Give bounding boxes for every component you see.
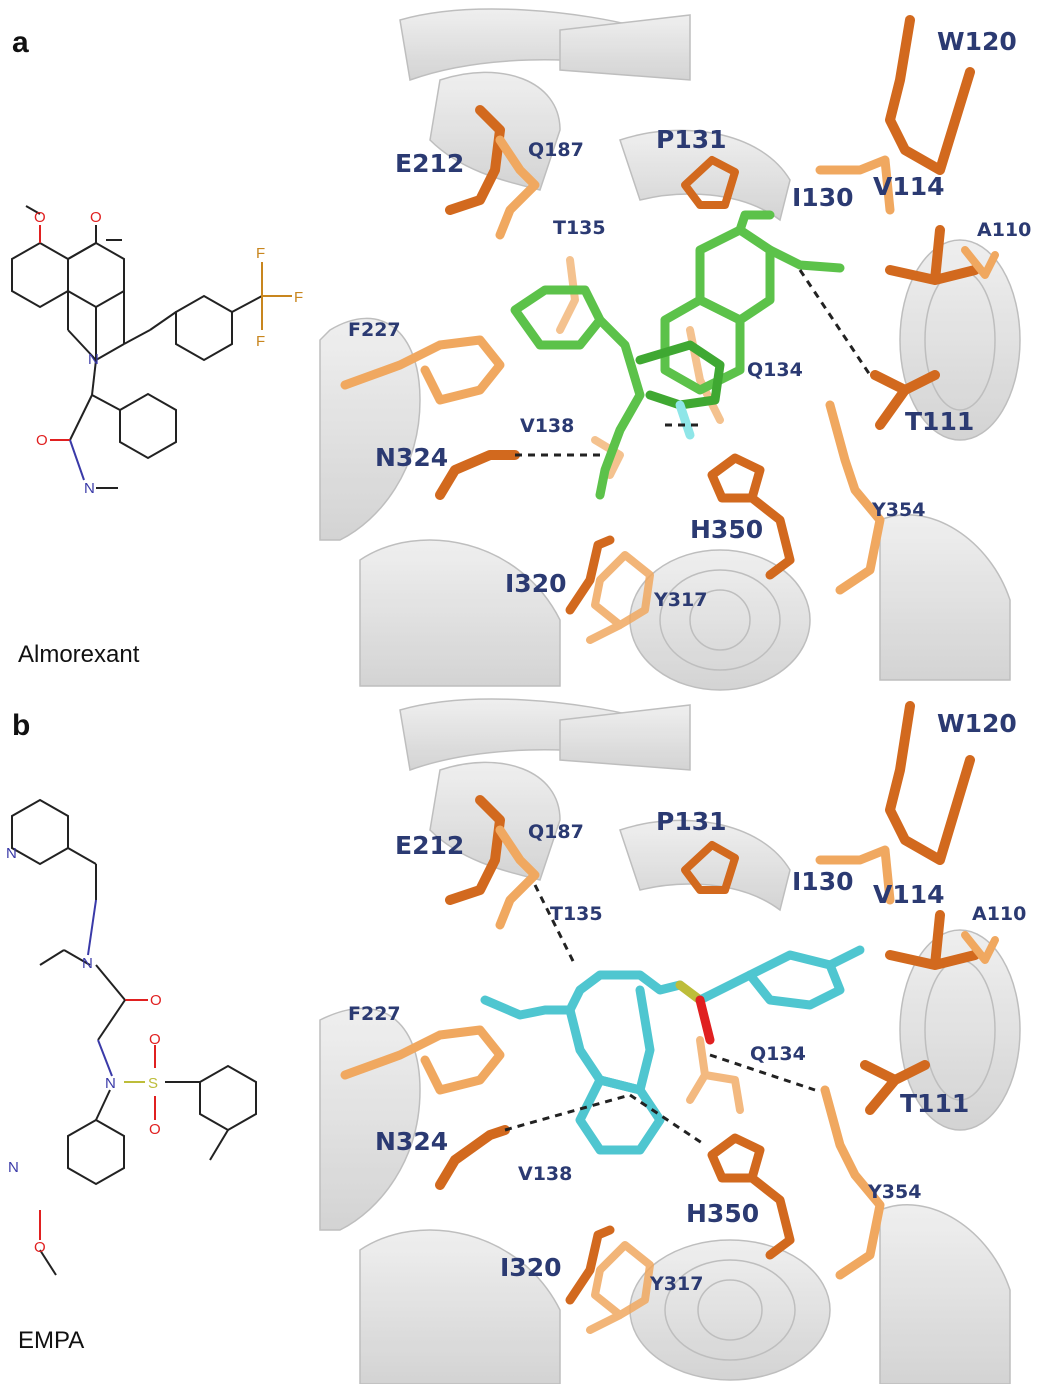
label-I130-b: I130 bbox=[792, 867, 854, 896]
h-bonds-b bbox=[504, 884, 816, 1147]
residue-labels-a: W120 E212 Q187 P131 I130 V114 A110 T135 … bbox=[348, 27, 1031, 611]
label-T135-b: T135 bbox=[550, 903, 603, 925]
label-T111-b: T111 bbox=[900, 1089, 969, 1118]
label-T135-a: T135 bbox=[553, 217, 606, 239]
empa-atom-labels: N N O N S O O N O bbox=[6, 845, 162, 1256]
label-I130-a: I130 bbox=[792, 183, 854, 212]
label-P131-a: P131 bbox=[656, 125, 727, 154]
svg-text:F: F bbox=[256, 333, 265, 350]
svg-text:O: O bbox=[34, 1239, 46, 1256]
label-W120-b: W120 bbox=[937, 709, 1017, 738]
svg-text:O: O bbox=[36, 432, 48, 449]
ligand-almorexant bbox=[510, 210, 845, 500]
label-Q134-b: Q134 bbox=[750, 1043, 806, 1065]
label-Q187-a: Q187 bbox=[528, 139, 584, 161]
label-N324-b: N324 bbox=[375, 1127, 448, 1156]
compound-name-almorexant: Almorexant bbox=[18, 641, 140, 668]
svg-text:N: N bbox=[88, 351, 99, 368]
label-Y317-a: Y317 bbox=[653, 589, 707, 611]
almorexant-structure bbox=[11, 205, 292, 489]
svg-text:O: O bbox=[149, 1031, 161, 1048]
label-E212-a: E212 bbox=[395, 149, 464, 178]
svg-text:O: O bbox=[34, 209, 46, 226]
ligand-empa bbox=[480, 945, 865, 1155]
residue-labels-b: W120 E212 Q187 P131 I130 V114 A110 T135 … bbox=[348, 709, 1026, 1295]
label-H350-a: H350 bbox=[690, 515, 763, 544]
label-Y354-a: Y354 bbox=[871, 499, 925, 521]
svg-text:N: N bbox=[82, 955, 93, 972]
svg-text:O: O bbox=[90, 209, 102, 226]
almorexant-atom-labels: O O N O N F F F bbox=[34, 209, 303, 497]
label-V138-b: V138 bbox=[518, 1163, 572, 1185]
label-V138-a: V138 bbox=[520, 415, 574, 437]
label-F227-b: F227 bbox=[348, 1003, 401, 1025]
panel-a: a bbox=[11, 8, 1031, 691]
label-T111-a: T111 bbox=[905, 407, 974, 436]
label-F227-a: F227 bbox=[348, 319, 401, 341]
svg-text:F: F bbox=[294, 289, 303, 306]
label-V114-a: V114 bbox=[873, 172, 945, 201]
svg-text:O: O bbox=[149, 1121, 161, 1138]
label-Y317-b: Y317 bbox=[649, 1273, 703, 1295]
protein-ribbons-a bbox=[319, 8, 1021, 691]
svg-text:S: S bbox=[148, 1075, 158, 1092]
label-Y354-b: Y354 bbox=[867, 1181, 921, 1203]
svg-text:F: F bbox=[256, 245, 265, 262]
svg-text:O: O bbox=[150, 992, 162, 1009]
label-W120-a: W120 bbox=[937, 27, 1017, 56]
label-Q134-a: Q134 bbox=[747, 359, 803, 381]
residue-sticks-b bbox=[340, 701, 999, 1334]
label-Q187-b: Q187 bbox=[528, 821, 584, 843]
label-H350-b: H350 bbox=[686, 1199, 759, 1228]
svg-text:N: N bbox=[6, 845, 17, 862]
label-E212-b: E212 bbox=[395, 831, 464, 860]
label-V114-b: V114 bbox=[873, 880, 945, 909]
compound-name-empa: EMPA bbox=[18, 1327, 84, 1354]
h-bonds-a bbox=[515, 269, 872, 457]
panel-b-letter: b bbox=[12, 709, 30, 742]
svg-text:N: N bbox=[105, 1075, 116, 1092]
svg-text:N: N bbox=[8, 1159, 19, 1176]
label-A110-a: A110 bbox=[977, 219, 1031, 241]
label-I320-a: I320 bbox=[505, 569, 567, 598]
panel-b: b N N O N bbox=[6, 698, 1026, 1384]
panel-a-letter: a bbox=[12, 26, 29, 59]
label-N324-a: N324 bbox=[375, 443, 448, 472]
label-I320-b: I320 bbox=[500, 1253, 562, 1282]
svg-text:N: N bbox=[84, 480, 95, 497]
empa-structure bbox=[11, 798, 257, 1276]
label-A110-b: A110 bbox=[972, 903, 1026, 925]
label-P131-b: P131 bbox=[656, 807, 727, 836]
